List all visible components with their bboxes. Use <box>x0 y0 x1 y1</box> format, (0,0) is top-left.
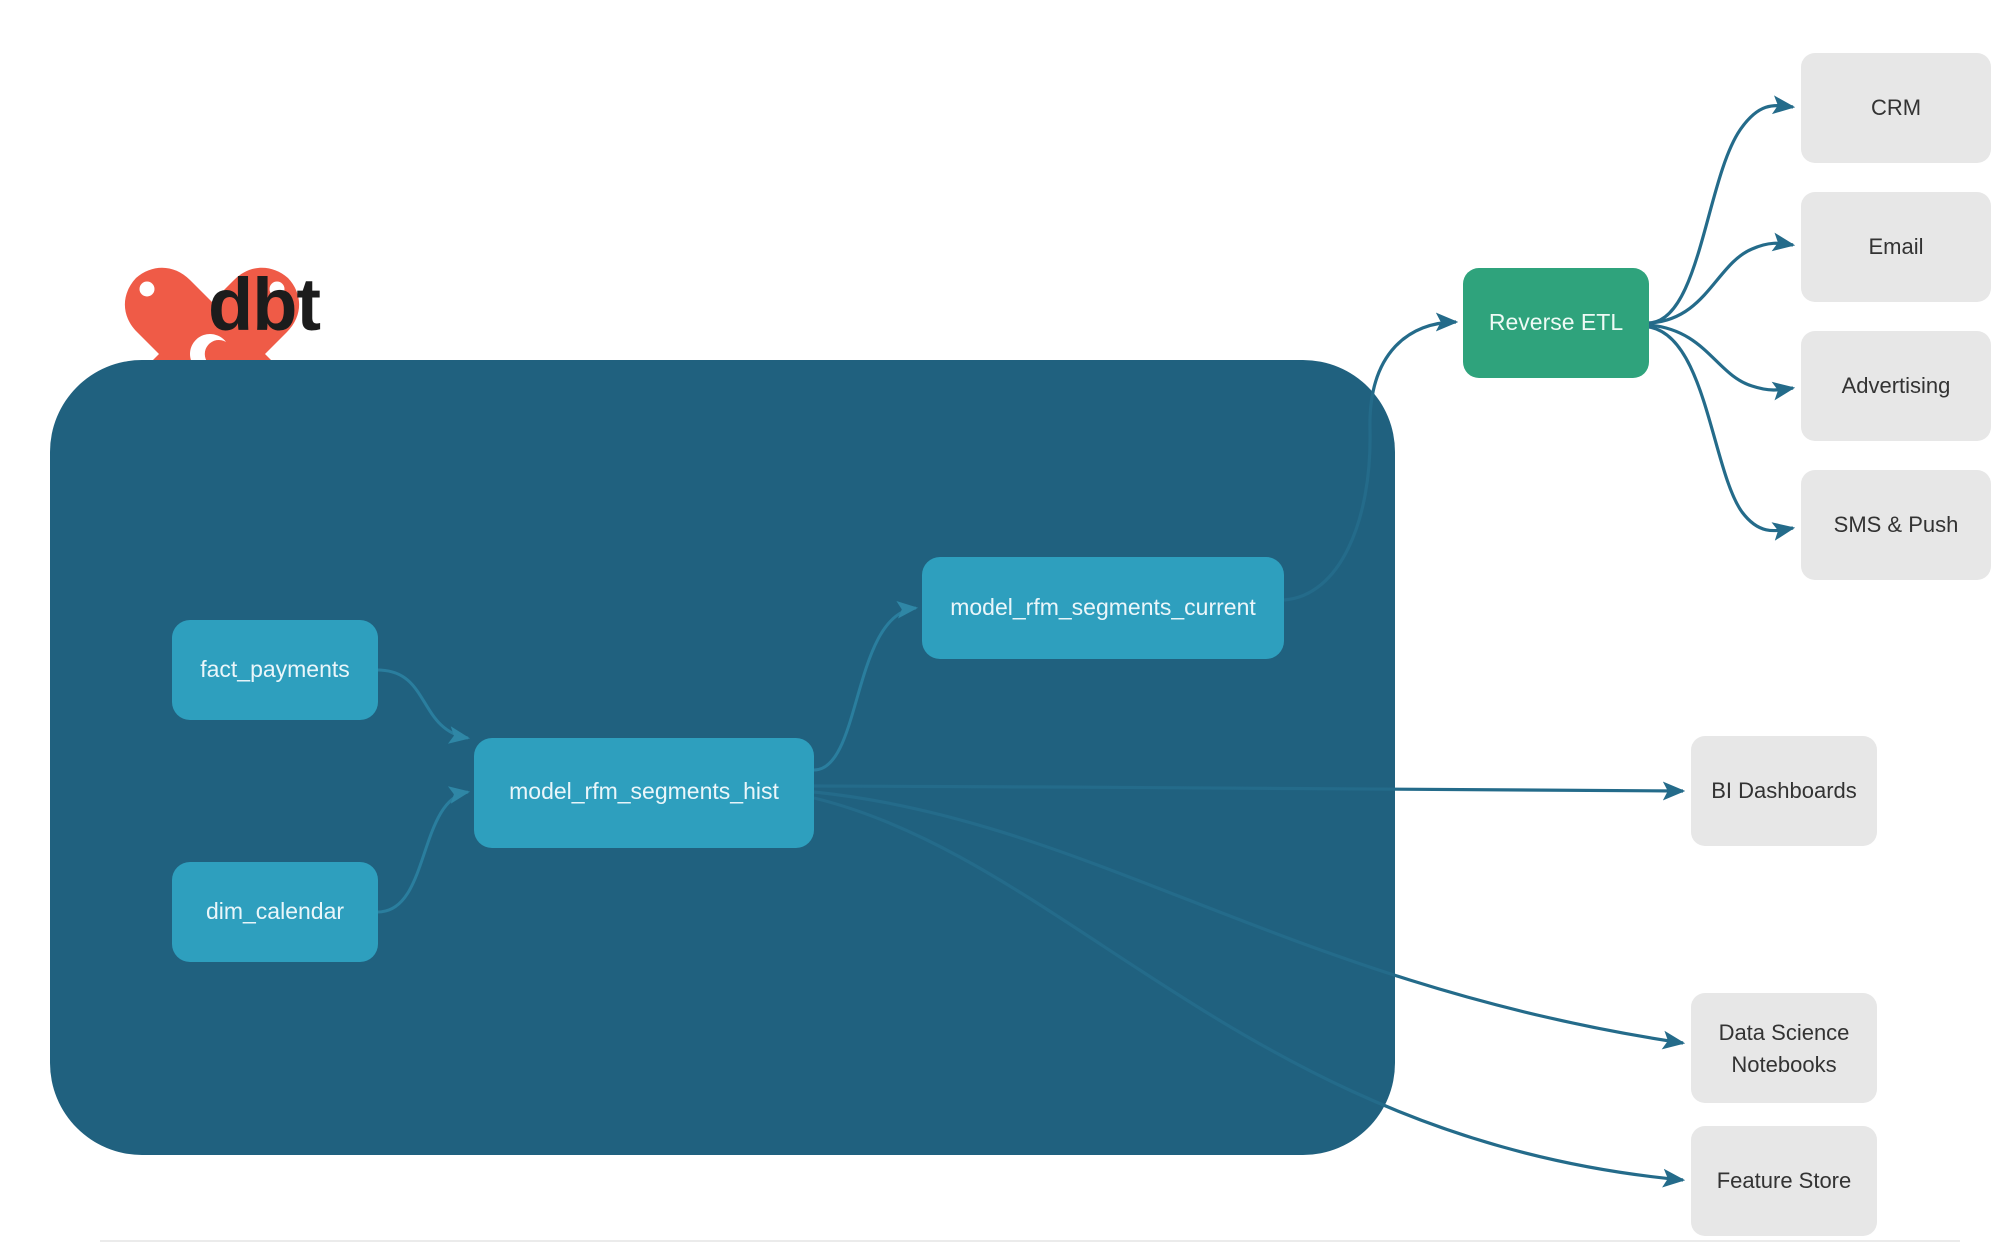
edge-hist-to-current <box>813 601 919 772</box>
destination-node-feature-store[interactable]: Feature Store <box>1691 1126 1877 1236</box>
destination-node-email[interactable]: Email <box>1801 192 1991 302</box>
model-node-fact-payments[interactable]: fact_payments <box>172 620 378 720</box>
edges-outer <box>813 95 1796 1188</box>
destination-node-advertising[interactable]: Advertising <box>1801 331 1991 441</box>
edge-hist-to-bi-dashboards <box>813 781 1686 801</box>
destination-shape[interactable] <box>1801 331 1991 441</box>
model-node-shape[interactable] <box>474 738 814 848</box>
destination-label-line-2: Notebooks <box>1731 1052 1836 1077</box>
reverse-etl-shape[interactable] <box>1463 268 1649 378</box>
destination-label: Email <box>1868 234 1923 259</box>
destination-node-bi-dashboards[interactable]: BI Dashboards <box>1691 736 1877 846</box>
edge-fact-payments-to-hist <box>377 668 471 744</box>
edge-current-to-reverse-etl <box>1283 312 1459 602</box>
destination-node-data-science-notebooks[interactable]: Data Science Notebooks <box>1691 993 1877 1103</box>
bottom-divider <box>100 1240 1960 1242</box>
destination-label: SMS & Push <box>1834 512 1959 537</box>
model-node-dim-calendar[interactable]: dim_calendar <box>172 862 378 962</box>
model-node-shape[interactable] <box>172 620 378 720</box>
model-node-model-rfm-segments-hist[interactable]: model_rfm_segments_hist <box>474 738 814 848</box>
model-node-label: model_rfm_segments_hist <box>509 778 779 804</box>
model-node-label: fact_payments <box>200 656 350 682</box>
edge-reverse-etl-to-advertising <box>1648 323 1796 401</box>
destination-label: BI Dashboards <box>1711 778 1857 803</box>
destination-shape[interactable] <box>1691 993 1877 1103</box>
dbt-wordmark: dbt <box>208 263 320 346</box>
model-node-model-rfm-segments-current[interactable]: model_rfm_segments_current <box>922 557 1284 659</box>
destination-label: Feature Store <box>1717 1168 1852 1193</box>
destination-shape[interactable] <box>1801 470 1991 580</box>
model-node-label: model_rfm_segments_current <box>950 594 1256 620</box>
edge-dim-calendar-to-hist <box>377 786 471 914</box>
edge-hist-to-feature-store <box>813 796 1686 1188</box>
edge-reverse-etl-to-email <box>1648 232 1796 325</box>
edge-reverse-etl-to-sms-push <box>1648 325 1796 541</box>
edge-hist-to-data-science-notebooks <box>813 790 1686 1050</box>
model-node-shape[interactable] <box>922 557 1284 659</box>
destination-label-line-1: Data Science <box>1719 1020 1850 1045</box>
reverse-etl-node[interactable]: Reverse ETL <box>1463 268 1649 378</box>
destination-node-crm[interactable]: CRM <box>1801 53 1991 163</box>
destination-node-sms-push[interactable]: SMS & Push <box>1801 470 1991 580</box>
destination-label: Advertising <box>1842 373 1951 398</box>
reverse-etl-label: Reverse ETL <box>1489 309 1623 335</box>
model-node-label: dim_calendar <box>206 898 344 924</box>
destination-shape[interactable] <box>1691 1126 1877 1236</box>
destination-shape[interactable] <box>1801 53 1991 163</box>
destination-shape[interactable] <box>1691 736 1877 846</box>
edges-inner <box>377 601 919 914</box>
edge-reverse-etl-to-crm <box>1648 95 1796 325</box>
destination-label: CRM <box>1871 95 1921 120</box>
model-node-shape[interactable] <box>172 862 378 962</box>
destination-shape[interactable] <box>1801 192 1991 302</box>
